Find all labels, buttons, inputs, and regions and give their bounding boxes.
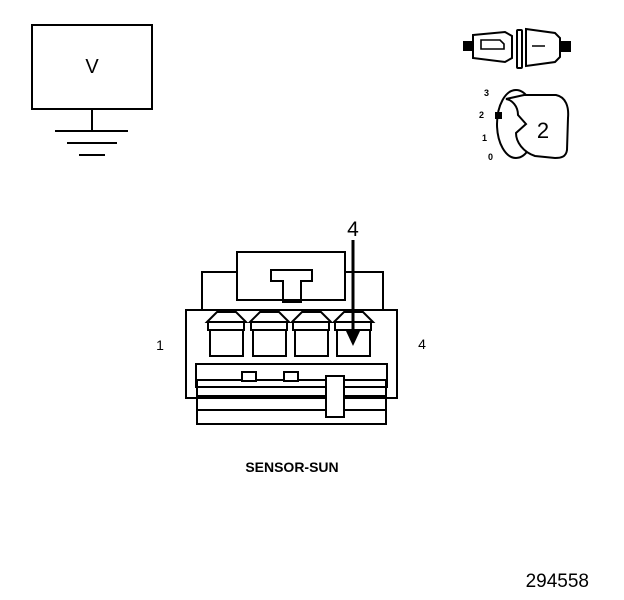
- connector-name: SENSOR-SUN: [245, 459, 338, 475]
- connector-pin-1: [204, 311, 249, 357]
- connector-pin-3: [289, 311, 334, 357]
- ignition-position-0: 0: [488, 152, 493, 162]
- ignition-positions: 3 2 1 0: [479, 88, 493, 162]
- ignition-key-icon: [495, 89, 570, 160]
- ignition-position-1: 1: [482, 133, 487, 143]
- figure-number: 294558: [526, 571, 589, 592]
- ignition-position-2: 2: [479, 110, 484, 120]
- voltmeter: [31, 24, 153, 130]
- connector-pins: [204, 311, 376, 357]
- voltmeter-label: V: [85, 56, 99, 78]
- connector-pin-2: [247, 311, 292, 357]
- ignition-position-3: 3: [484, 88, 489, 98]
- connector-body: [185, 251, 398, 425]
- ignition-selected-label: 2: [537, 118, 549, 143]
- pin-pointer-arrow: [346, 240, 360, 346]
- right-pin-number: 4: [418, 336, 426, 352]
- left-pin-number: 1: [156, 337, 164, 353]
- pin-pointer-label: 4: [347, 218, 359, 241]
- ground-icon: [55, 130, 128, 156]
- connector-disconnected-icon: [463, 27, 571, 69]
